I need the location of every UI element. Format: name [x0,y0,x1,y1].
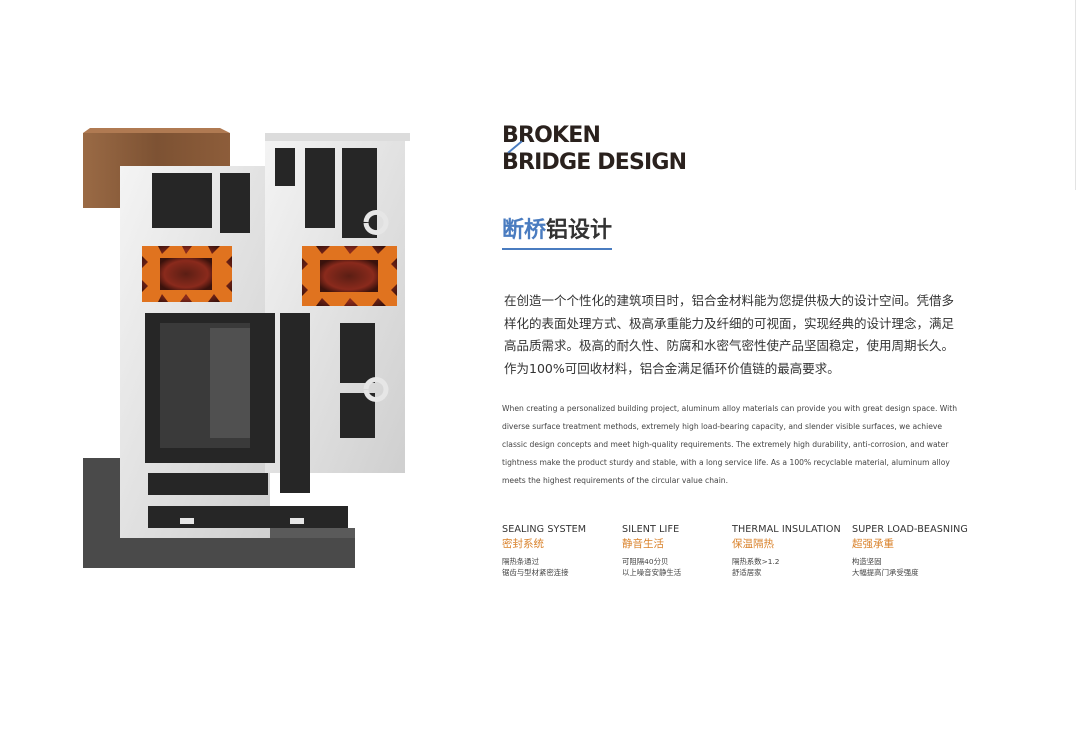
profile-hooks [363,210,389,402]
feature-desc-line: 隔热系数>1.2 [732,557,780,566]
chinese-paragraph: 在创造一个个性化的建筑项目时，铝合金材料能为您提供极大的设计空间。凭借多样化的表… [504,293,955,376]
feature-desc-line: 以上噪音安静生活 [622,567,682,577]
feature-title-cn: 超强承重 [852,538,894,550]
thermal-break-strips [142,246,397,306]
feature-thermal-insulation: THERMAL INSULATION 保温隔热 隔热系数>1.2 舒适居家 [732,524,841,578]
brand-line-2: BRIDGE DESIGN [502,150,687,175]
english-paragraph: When creating a personalized building pr… [502,404,958,485]
feature-title-en: SILENT LIFE [622,524,680,535]
feature-desc: 构造坚固 大幅提高门承受强度 [852,557,968,578]
feature-desc-line: 舒适居家 [732,567,762,577]
feature-desc: 隔热系数>1.2 舒适居家 [732,557,841,578]
chinese-title-highlight: 断桥 [502,218,547,243]
feature-sealing-system: SEALING SYSTEM 密封系统 隔热条通过 锯齿与型材紧密连接 [502,524,586,578]
feature-title-en: SUPER LOAD-BEASNING [852,524,968,535]
feature-desc-line: 构造坚固 [852,557,882,566]
feature-title-en: THERMAL INSULATION [732,524,841,535]
broken-bridge-profile-illustration [83,128,410,568]
feature-desc: 隔热条通过 锯齿与型材紧密连接 [502,557,586,578]
wood-panel [83,128,230,208]
feature-super-load-bearing: SUPER LOAD-BEASNING 超强承重 构造坚固 大幅提高门承受强度 [852,524,968,578]
feature-title-cn: 密封系统 [502,538,544,550]
feature-title-en: SEALING SYSTEM [502,524,587,535]
page-edge-line [1075,0,1076,190]
feature-desc-line: 大幅提高门承受强度 [852,567,919,577]
feature-title-cn: 静音生活 [622,538,664,550]
chinese-title: 断桥铝设计 [502,212,613,250]
brand-line-1: BROKEN [502,123,601,148]
feature-list: SEALING SYSTEM 密封系统 隔热条通过 锯齿与型材紧密连接 SILE… [502,524,982,584]
feature-desc-line: 可阻隔40分贝 [622,557,669,566]
feature-desc-line: 锯齿与型材紧密连接 [502,567,569,577]
feature-desc: 可阻隔40分贝 以上噪音安静生活 [622,557,681,578]
feature-desc-line: 隔热条通过 [502,557,539,566]
feature-title-cn: 保温隔热 [732,538,774,550]
chinese-title-rest: 铝设计 [546,218,613,243]
brand-heading: BROKEN BRIDGE DESIGN [502,122,687,176]
feature-silent-life: SILENT LIFE 静音生活 可阻隔40分贝 以上噪音安静生活 [622,524,681,578]
profile-slots [180,518,304,524]
